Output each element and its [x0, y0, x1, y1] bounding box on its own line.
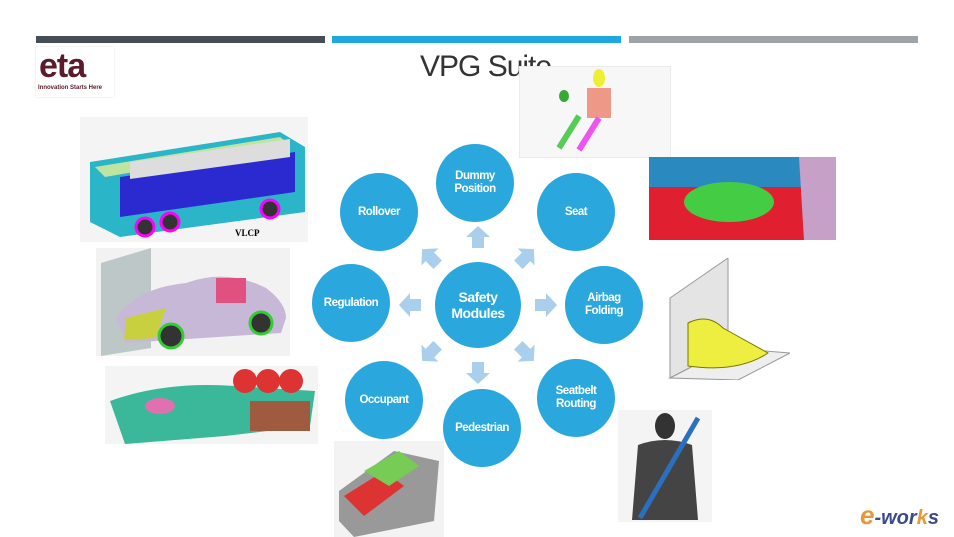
dashboard-image [105, 366, 318, 444]
arrow-occupant [421, 341, 442, 362]
safety-modules-hub: Safety Modules [435, 262, 521, 348]
module-label: Seat [564, 205, 588, 218]
pedestrian-car-image [334, 441, 444, 537]
header-bar-gray [629, 36, 918, 43]
arrow-rollover [421, 248, 442, 269]
module-seat: Seat [537, 173, 615, 251]
logo-tagline: Innovation Starts Here [38, 85, 103, 91]
bus-rollover-image: VLCP [80, 117, 308, 242]
module-occupant: Occupant [345, 361, 423, 439]
airbag-folding-image [668, 258, 790, 380]
arrow-airbag-folding [535, 293, 557, 317]
arrow-pedestrian [466, 362, 490, 384]
hub-label: Safety Modules [451, 289, 505, 321]
e-works-watermark: e-works [860, 500, 939, 530]
module-label: Dummy Position [454, 170, 496, 195]
header-bar-blue [332, 36, 621, 43]
arrow-seatbelt-routing [514, 341, 535, 362]
module-seatbelt-routing: Seatbelt Routing [537, 359, 615, 437]
arrow-seat [514, 248, 535, 269]
car-regulation-image [96, 248, 290, 356]
seat-image [649, 157, 836, 240]
module-label: Regulation [323, 296, 379, 309]
module-label: Occupant [359, 393, 409, 406]
module-airbag-folding: Airbag Folding [565, 266, 643, 344]
bus-label: VLCP [235, 228, 260, 238]
module-rollover: Rollover [340, 173, 418, 251]
module-regulation: Regulation [312, 264, 390, 342]
arrow-regulation [399, 293, 421, 317]
module-label: Airbag Folding [584, 292, 624, 317]
module-pedestrian: Pedestrian [443, 389, 521, 467]
dummy-position-image [519, 66, 671, 158]
module-label: Rollover [357, 205, 401, 218]
occupant-seatbelt-image [618, 410, 712, 522]
eta-logo: eta Innovation Starts Here [36, 47, 114, 97]
module-dummy-position: Dummy Position [436, 144, 514, 222]
module-label: Seatbelt Routing [555, 385, 597, 410]
arrow-dummy-position [466, 226, 490, 248]
module-label: Pedestrian [455, 421, 509, 434]
logo-word: eta [39, 47, 86, 85]
header-bar-dark [36, 36, 325, 43]
